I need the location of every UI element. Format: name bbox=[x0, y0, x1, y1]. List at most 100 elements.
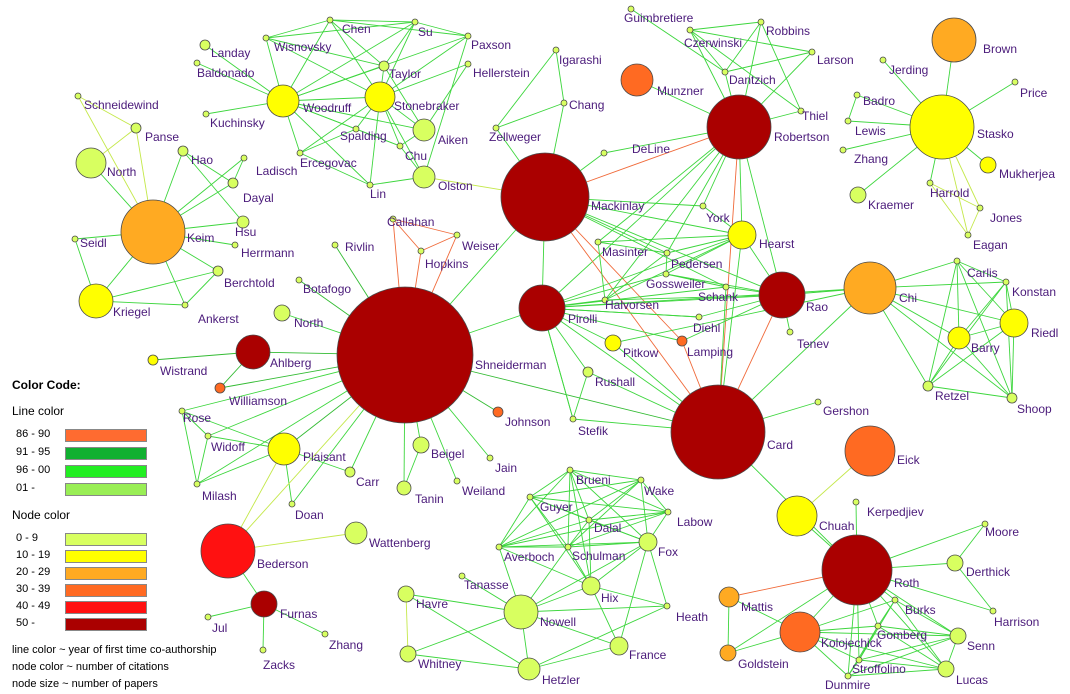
author-node-kerpedjiev[interactable] bbox=[852, 498, 860, 506]
author-node-north1[interactable] bbox=[75, 147, 107, 179]
author-node-dunmire[interactable] bbox=[844, 672, 852, 680]
author-node-jul[interactable] bbox=[204, 613, 212, 621]
author-node-rao[interactable] bbox=[758, 271, 806, 319]
author-node-schulman[interactable] bbox=[564, 543, 572, 551]
author-node-price[interactable] bbox=[1011, 78, 1019, 86]
author-node-jones[interactable] bbox=[976, 204, 984, 212]
author-node-rose[interactable] bbox=[178, 407, 186, 415]
author-node-robbins[interactable] bbox=[757, 18, 765, 26]
author-node-goldstein[interactable] bbox=[719, 644, 737, 662]
author-node-kuchinsky[interactable] bbox=[202, 110, 210, 118]
author-node-hellerstein[interactable] bbox=[464, 60, 472, 68]
author-node-stroffolino[interactable] bbox=[855, 656, 863, 664]
author-node-mattis[interactable] bbox=[718, 586, 740, 608]
author-node-paxson[interactable] bbox=[464, 32, 472, 40]
author-node-woodruff[interactable] bbox=[266, 84, 300, 118]
author-node-nowell[interactable] bbox=[503, 594, 539, 630]
author-node-zhang1[interactable] bbox=[839, 146, 847, 154]
author-node-eagan[interactable] bbox=[964, 231, 972, 239]
author-node-brueni[interactable] bbox=[566, 466, 574, 474]
author-node-zhang2[interactable] bbox=[321, 630, 329, 638]
author-node-dalal[interactable] bbox=[585, 516, 593, 524]
author-node-eick[interactable] bbox=[844, 425, 896, 477]
author-node-averboch[interactable] bbox=[495, 543, 503, 551]
author-node-su[interactable] bbox=[411, 18, 419, 26]
author-node-whitney[interactable] bbox=[399, 645, 417, 663]
author-node-wisnovsky[interactable] bbox=[262, 34, 270, 42]
author-node-schneidewind[interactable] bbox=[74, 92, 82, 100]
author-node-barry[interactable] bbox=[947, 326, 971, 350]
author-node-york[interactable] bbox=[699, 202, 707, 210]
author-node-kriegel[interactable] bbox=[78, 283, 114, 319]
author-node-guyer[interactable] bbox=[526, 493, 534, 501]
author-node-jain[interactable] bbox=[486, 454, 494, 462]
author-node-hearst[interactable] bbox=[727, 220, 757, 250]
author-node-baldonado[interactable] bbox=[193, 59, 201, 67]
author-node-weiland[interactable] bbox=[453, 477, 461, 485]
author-node-plaisant[interactable] bbox=[267, 432, 301, 466]
author-node-gershon[interactable] bbox=[814, 398, 822, 406]
author-node-beigel[interactable] bbox=[412, 436, 430, 454]
author-node-lin[interactable] bbox=[366, 181, 374, 189]
author-node-pirolli[interactable] bbox=[518, 284, 566, 332]
author-node-masinter[interactable] bbox=[594, 238, 602, 246]
author-node-wattenberg[interactable] bbox=[344, 521, 368, 545]
author-node-widoff[interactable] bbox=[204, 432, 212, 440]
author-node-stasko[interactable] bbox=[909, 94, 975, 160]
author-node-havre[interactable] bbox=[397, 585, 415, 603]
author-node-chang[interactable] bbox=[560, 99, 568, 107]
author-node-lewis[interactable] bbox=[844, 117, 852, 125]
author-node-stefik[interactable] bbox=[569, 415, 577, 423]
author-node-tanasse[interactable] bbox=[458, 572, 466, 580]
author-node-badro[interactable] bbox=[853, 91, 861, 99]
author-node-panse[interactable] bbox=[130, 122, 142, 134]
author-node-chu[interactable] bbox=[396, 142, 404, 150]
author-node-landay[interactable] bbox=[199, 39, 211, 51]
author-node-gossweiler[interactable] bbox=[662, 270, 670, 278]
author-node-bederson[interactable] bbox=[200, 523, 256, 579]
author-node-botafogo[interactable] bbox=[295, 276, 303, 284]
author-node-furnas[interactable] bbox=[250, 590, 278, 618]
author-node-carlis[interactable] bbox=[953, 257, 961, 265]
author-node-tenev[interactable] bbox=[786, 328, 794, 336]
author-node-heath[interactable] bbox=[663, 602, 671, 610]
author-node-shoop[interactable] bbox=[1006, 392, 1018, 404]
author-node-dayal[interactable] bbox=[227, 177, 239, 189]
author-node-harrison[interactable] bbox=[989, 607, 997, 615]
author-node-zellweger[interactable] bbox=[492, 124, 500, 132]
author-node-seidl[interactable] bbox=[71, 235, 79, 243]
author-node-moore[interactable] bbox=[981, 520, 989, 528]
author-node-shneiderman[interactable] bbox=[336, 286, 474, 424]
author-node-jerding[interactable] bbox=[879, 56, 887, 64]
author-node-ladisch[interactable] bbox=[240, 154, 248, 162]
author-node-callahan[interactable] bbox=[389, 215, 397, 223]
author-node-harrold[interactable] bbox=[926, 179, 934, 187]
author-node-ankerst[interactable] bbox=[181, 301, 189, 309]
author-node-rushall[interactable] bbox=[582, 366, 594, 378]
author-node-brown[interactable] bbox=[931, 17, 977, 63]
author-node-north2[interactable] bbox=[273, 304, 291, 322]
author-node-france[interactable] bbox=[609, 636, 629, 656]
author-node-igarashi[interactable] bbox=[552, 46, 560, 54]
author-node-riedl[interactable] bbox=[999, 308, 1029, 338]
author-node-kolojechick[interactable] bbox=[779, 611, 821, 653]
author-node-card[interactable] bbox=[670, 384, 766, 480]
author-node-diehl[interactable] bbox=[695, 313, 703, 321]
author-node-hopkins[interactable] bbox=[417, 247, 425, 255]
author-node-taylor[interactable] bbox=[378, 60, 390, 72]
author-node-derthick[interactable] bbox=[946, 554, 964, 572]
author-node-chuah[interactable] bbox=[776, 495, 818, 537]
author-node-dantzich[interactable] bbox=[721, 68, 729, 76]
author-node-fox[interactable] bbox=[638, 532, 658, 552]
author-node-wistrand[interactable] bbox=[147, 354, 159, 366]
author-node-lucas[interactable] bbox=[937, 660, 955, 678]
author-node-doan[interactable] bbox=[288, 500, 296, 508]
author-node-larson[interactable] bbox=[808, 48, 816, 56]
author-node-senn[interactable] bbox=[949, 627, 967, 645]
author-node-zacks[interactable] bbox=[259, 646, 267, 654]
author-node-ercegovac[interactable] bbox=[296, 149, 304, 157]
author-node-kraemer[interactable] bbox=[849, 186, 867, 204]
author-node-burks[interactable] bbox=[891, 596, 899, 604]
author-node-wake[interactable] bbox=[637, 476, 645, 484]
author-node-carr[interactable] bbox=[344, 466, 356, 478]
